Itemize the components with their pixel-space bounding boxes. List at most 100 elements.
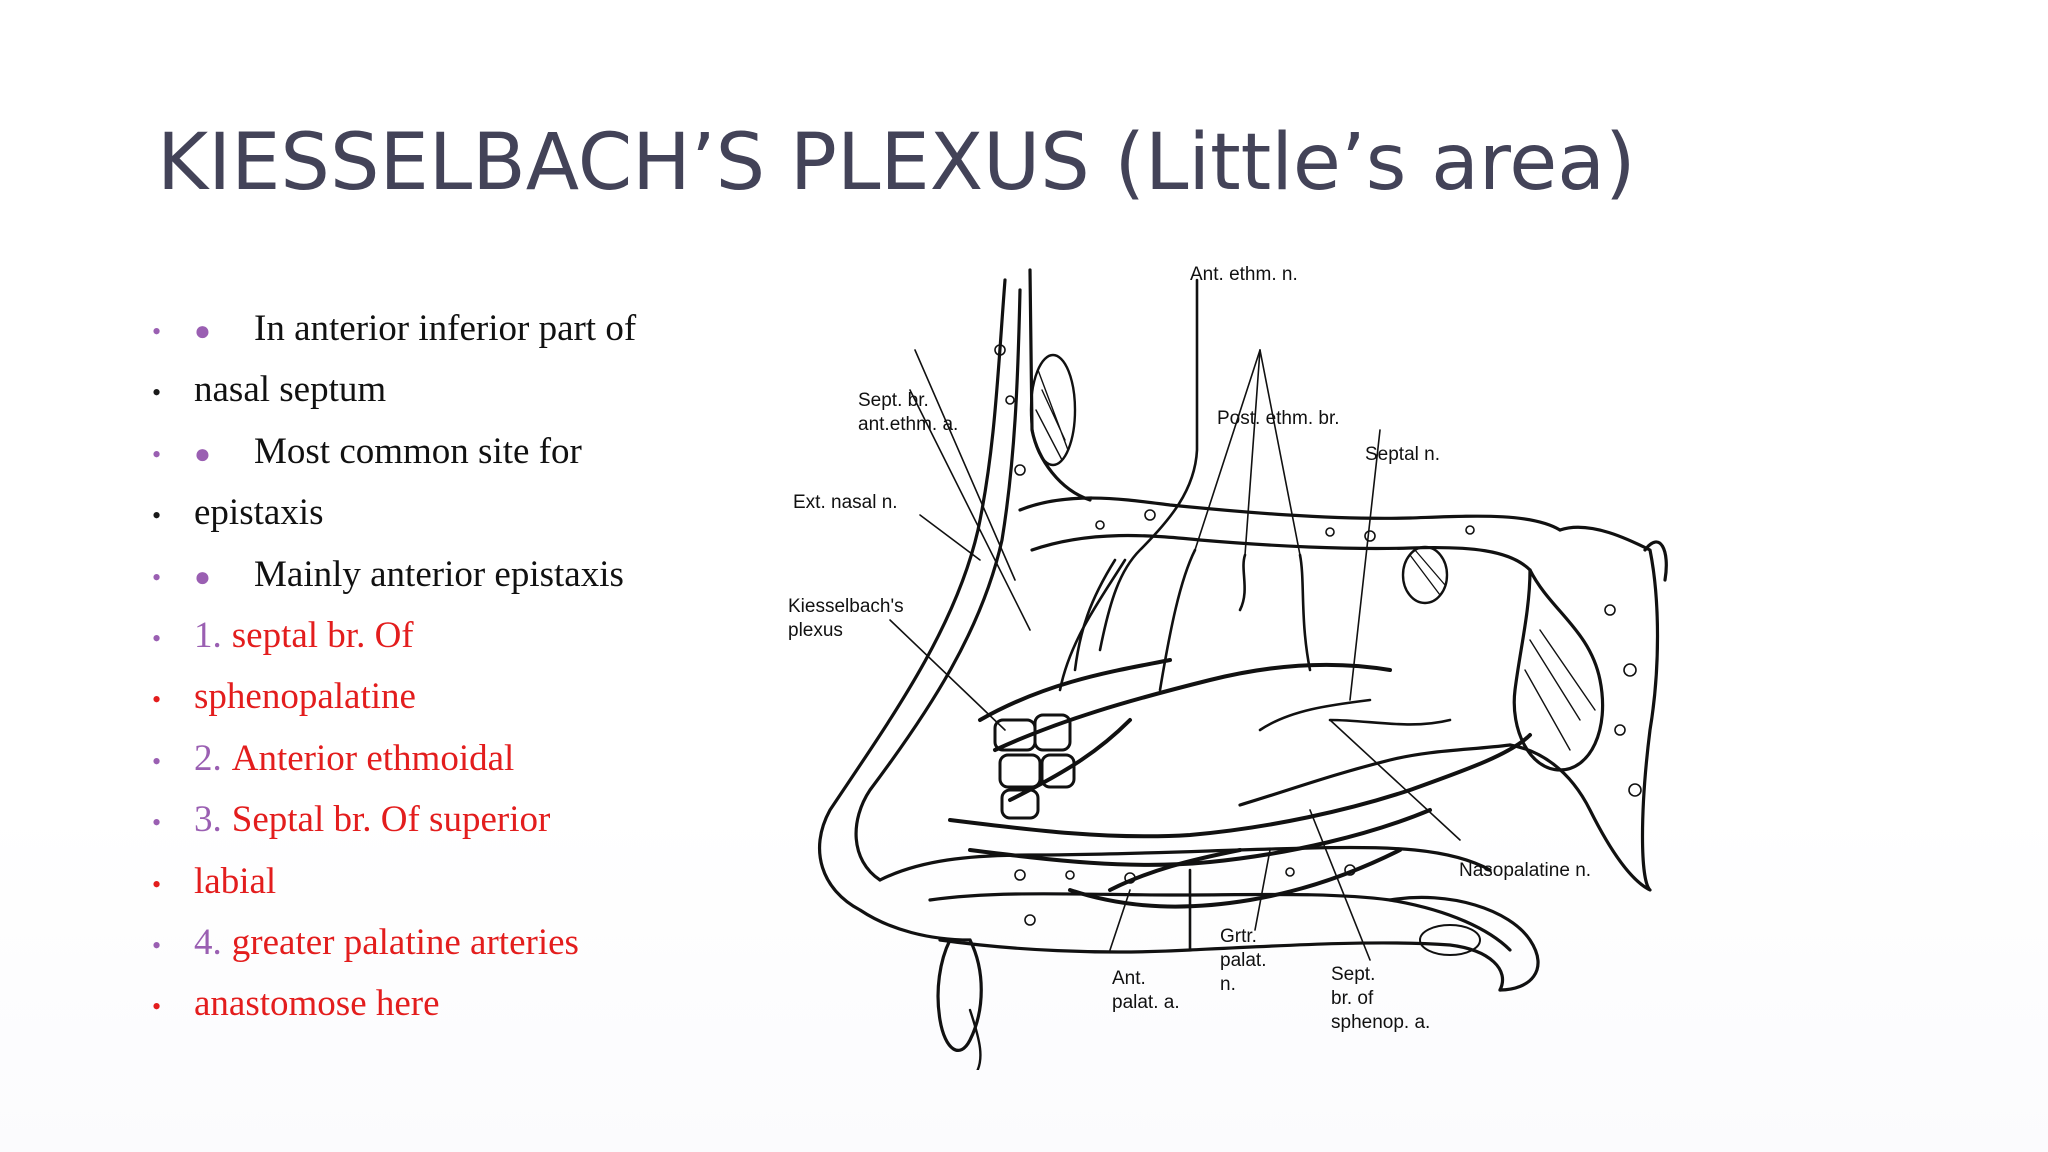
label-sept-sphenop-line1: Sept. bbox=[1331, 964, 1375, 985]
soft-palate bbox=[1388, 895, 1540, 992]
anterior-ethmoidal-nerve-branch bbox=[1058, 558, 1127, 692]
bullet-list: • ● In anterior inferior part of • nasal sep… bbox=[152, 300, 772, 1037]
anterior-ethmoidal-nerve-branch bbox=[1073, 558, 1117, 672]
nasal-roof-upper bbox=[1018, 496, 1562, 532]
bullet-text: Septal br. Of superior bbox=[231, 799, 551, 841]
bullet-marker: • bbox=[152, 746, 162, 776]
bullet-item: •sphenopalatine bbox=[152, 668, 772, 729]
stipple bbox=[1144, 509, 1156, 521]
posterior-ethmoid-cell bbox=[1401, 545, 1449, 605]
frontal-bone-edge bbox=[1028, 268, 1092, 502]
stipple bbox=[1005, 395, 1015, 405]
bullet-item: •●Most common site for bbox=[152, 423, 772, 484]
vessel-palatine-branch bbox=[1108, 848, 1242, 892]
vessel-incisive-branch bbox=[1068, 848, 1402, 909]
sphenoid-sinus bbox=[1512, 568, 1605, 772]
bullet-marker: • bbox=[152, 808, 162, 838]
label-nasopalatine-n: Nasopalatine n. bbox=[1459, 860, 1591, 881]
label-ant-ethm-n: Ant. ethm. n. bbox=[1190, 264, 1298, 285]
posterior-ethmoidal-nerve-twig bbox=[1298, 553, 1312, 672]
leader-lines bbox=[889, 349, 1461, 961]
bullet-marker: • bbox=[152, 378, 162, 408]
frontal-sinus-hatch bbox=[1035, 369, 1069, 461]
bullet-number: 4. bbox=[194, 922, 222, 964]
bullet-text: Most common site for bbox=[254, 430, 582, 472]
vomer-edge bbox=[1238, 743, 1512, 807]
plexus-cell bbox=[1000, 788, 1040, 820]
vessel-floor-branch bbox=[968, 808, 1432, 867]
label-kiesselbach-line1: Kiesselbach's bbox=[788, 596, 904, 617]
sub-bullet-marker: ● bbox=[194, 561, 211, 593]
bullet-number: 1. bbox=[194, 615, 222, 657]
stipple bbox=[1024, 914, 1036, 926]
leader-ant-palat bbox=[1109, 889, 1131, 951]
incisor-tooth bbox=[968, 1008, 982, 1070]
bullet-text: labial bbox=[194, 860, 277, 902]
stipple bbox=[1325, 527, 1335, 537]
stipple bbox=[1285, 867, 1295, 877]
sub-bullet-marker: ● bbox=[194, 316, 211, 347]
nasal-floor-upper bbox=[878, 845, 1492, 882]
nasal-roof-lower bbox=[1030, 533, 1532, 572]
leader-grtr-palat bbox=[1254, 849, 1271, 931]
leader-septal-n bbox=[1349, 429, 1381, 701]
label-ant-palat-line2: palat. a. bbox=[1112, 992, 1180, 1013]
sub-bullet-marker: ● bbox=[194, 438, 211, 470]
bullet-text: nasal septum bbox=[194, 369, 387, 411]
bullet-text: Mainly anterior epistaxis bbox=[254, 553, 624, 595]
stipple bbox=[1628, 783, 1642, 797]
label-septal-n: Septal n. bbox=[1365, 444, 1440, 465]
label-ant-palat-line1: Ant. bbox=[1112, 968, 1146, 989]
leader-post-ethm-3 bbox=[1259, 349, 1301, 556]
bullet-text: anastomose here bbox=[194, 983, 440, 1025]
label-grtr-palat-line2: palat. bbox=[1220, 950, 1266, 971]
plexus-cell bbox=[1040, 753, 1076, 789]
sphenoid-sinus-hatch bbox=[1524, 629, 1596, 751]
slide-title: KIESSELBACH’S PLEXUS (Little’s area) bbox=[157, 118, 1636, 208]
sphenoid-body bbox=[1508, 525, 1660, 892]
bullet-marker: • bbox=[152, 869, 162, 899]
bullet-item: • ● Mainly anterior epistaxis bbox=[152, 546, 772, 607]
bullet-marker: • bbox=[152, 501, 162, 531]
nasal-anatomy-drawing bbox=[817, 268, 1668, 1070]
label-sept-sphenop-line3: sphenop. a. bbox=[1331, 1012, 1430, 1033]
bullet-marker: • bbox=[152, 685, 162, 715]
leader-post-ethm-1 bbox=[1194, 349, 1261, 551]
plexus-mesh bbox=[993, 713, 1076, 820]
stipple bbox=[1095, 520, 1105, 530]
bullet-item: • nasal septum bbox=[152, 361, 772, 422]
bullet-marker: • bbox=[152, 562, 162, 592]
bullet-item: • ● In anterior inferior part of bbox=[152, 300, 772, 361]
bullet-text: In anterior inferior part of bbox=[254, 308, 637, 349]
bullet-marker: • bbox=[152, 624, 162, 654]
stipple bbox=[1065, 870, 1075, 880]
leader-sept-br-2 bbox=[909, 389, 1031, 631]
bullet-item: • labial bbox=[152, 853, 772, 914]
leader-ext-nasal bbox=[919, 514, 981, 561]
bullet-marker: • bbox=[152, 992, 162, 1022]
bullet-item: •3.Septal br. Of superior bbox=[152, 791, 772, 852]
label-sept-sphenop-line2: br. of bbox=[1331, 988, 1374, 1009]
hard-palate-lower bbox=[938, 938, 1505, 992]
nerves bbox=[1058, 278, 1452, 952]
leader-kiesselbach bbox=[889, 619, 1006, 731]
label-sept-br-line2: ant.ethm. a. bbox=[858, 414, 958, 435]
kiesselbach-plexus-diagram: Ant. ethm. n. Sept. br. ant.ethm. a. Pos… bbox=[788, 264, 1668, 1070]
label-post-ethm-br: Post. ethm. br. bbox=[1217, 408, 1340, 429]
nasopalatine-nerve-branch bbox=[1328, 718, 1452, 726]
stipple bbox=[1364, 530, 1376, 542]
upper-lip bbox=[936, 938, 983, 1052]
stipple bbox=[1014, 869, 1026, 881]
stipple bbox=[1344, 864, 1356, 876]
bullet-item: • anastomose here bbox=[152, 975, 772, 1036]
inner-nose-contour bbox=[854, 288, 1022, 882]
stipple bbox=[1014, 464, 1026, 476]
vessel-septal-sphenopalatine bbox=[948, 733, 1532, 839]
stipple bbox=[994, 344, 1006, 356]
label-grtr-palat-line3: n. bbox=[1220, 974, 1236, 995]
nasal-floor-lower bbox=[928, 892, 1512, 952]
bullet-marker: • bbox=[152, 317, 162, 346]
posterior-ethmoid-hatch bbox=[1409, 549, 1446, 596]
anterior-ethmoidal-nerve bbox=[1098, 278, 1199, 652]
